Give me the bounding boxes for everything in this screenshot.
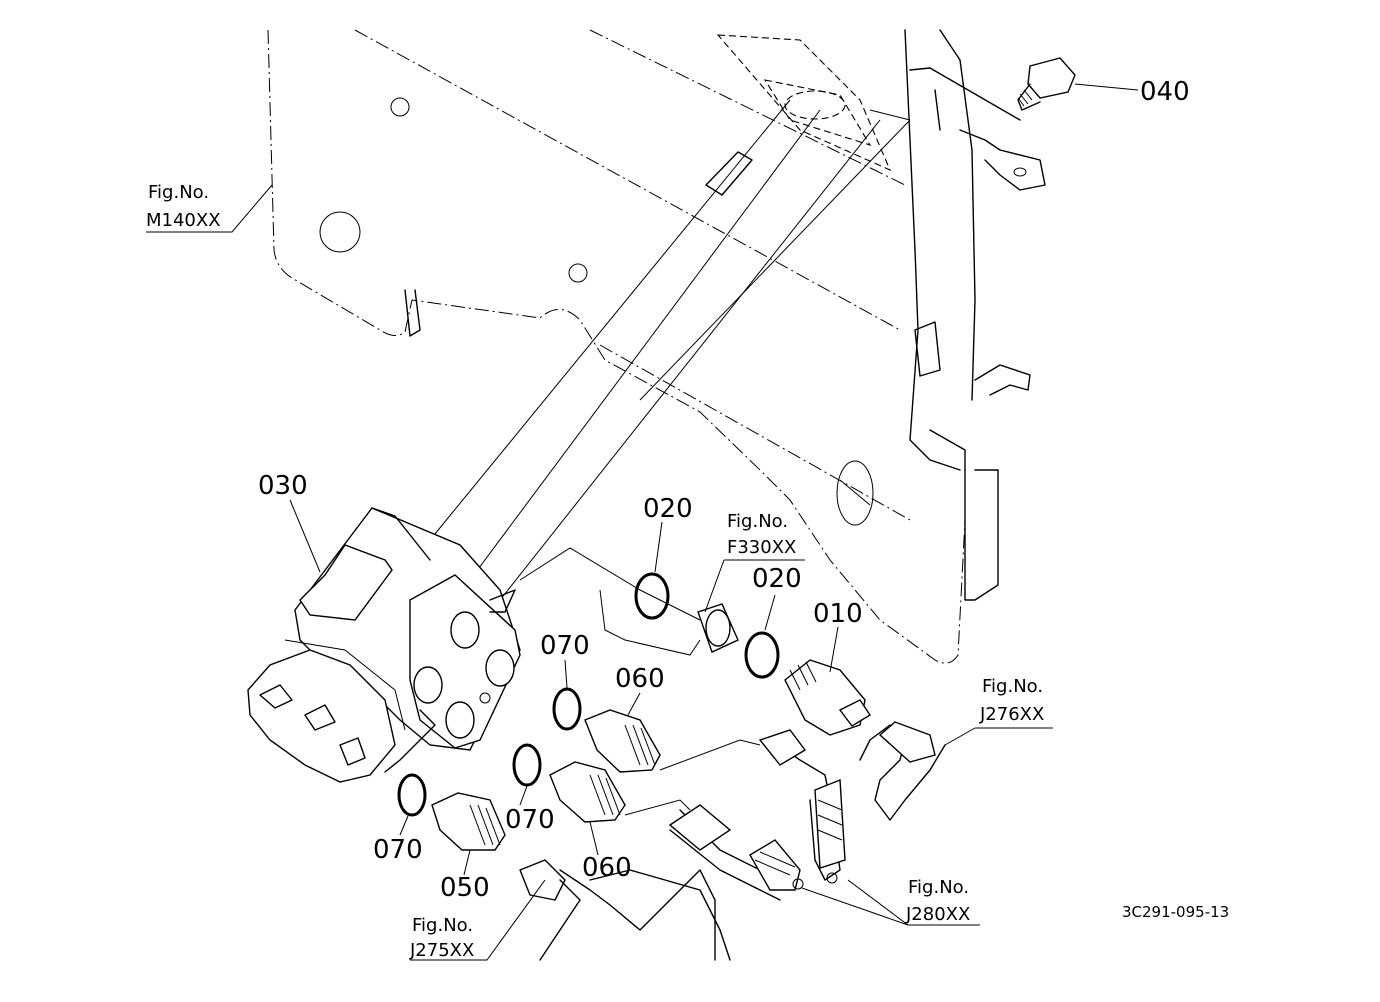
bracket-top <box>716 29 1046 601</box>
svg-text:Fig.No.: Fig.No. <box>727 511 788 532</box>
callout-010: 010 <box>813 599 863 629</box>
fig-ref-j276: Fig.No. J276XX <box>979 676 1044 725</box>
steering-unit-030 <box>247 507 521 783</box>
fittings <box>397 572 936 891</box>
part-callouts: 040 030 020 020 010 070 060 070 070 060 … <box>258 77 1190 903</box>
callout-060-a: 060 <box>615 664 665 694</box>
assembly-lines <box>429 99 911 601</box>
svg-text:J275XX: J275XX <box>409 940 474 961</box>
callout-060-b: 060 <box>582 853 632 883</box>
callout-070-c: 070 <box>373 835 423 865</box>
callout-050: 050 <box>440 873 490 903</box>
fig-ref-m140: Fig.No. M140XX <box>146 182 221 231</box>
leader-lines <box>146 83 1139 961</box>
fig-ref-f330: Fig.No. F330XX <box>727 511 796 558</box>
callout-030: 030 <box>258 471 308 501</box>
bolt-040 <box>1017 57 1076 111</box>
callout-020-a: 020 <box>643 494 693 524</box>
callout-020-b: 020 <box>752 564 802 594</box>
svg-text:Fig.No.: Fig.No. <box>412 915 473 936</box>
svg-text:Fig.No.: Fig.No. <box>982 676 1043 697</box>
svg-text:M140XX: M140XX <box>146 210 221 231</box>
svg-text:F330XX: F330XX <box>727 537 796 558</box>
hoses <box>519 547 946 961</box>
svg-text:J280XX: J280XX <box>905 904 970 925</box>
fig-ref-j280: Fig.No. J280XX <box>905 877 970 925</box>
callout-070-b: 070 <box>505 805 555 835</box>
callout-070-a: 070 <box>540 631 590 661</box>
svg-text:J276XX: J276XX <box>979 704 1044 725</box>
svg-text:Fig.No.: Fig.No. <box>148 182 209 203</box>
fig-ref-j275: Fig.No. J275XX <box>409 915 474 961</box>
svg-text:Fig.No.: Fig.No. <box>908 877 969 898</box>
figure-references: Fig.No. M140XX Fig.No. F330XX Fig.No. J2… <box>146 182 1044 961</box>
drawing-code: 3C291-095-13 <box>1122 903 1229 921</box>
callout-040: 040 <box>1140 77 1190 107</box>
frame-plate <box>267 29 966 664</box>
